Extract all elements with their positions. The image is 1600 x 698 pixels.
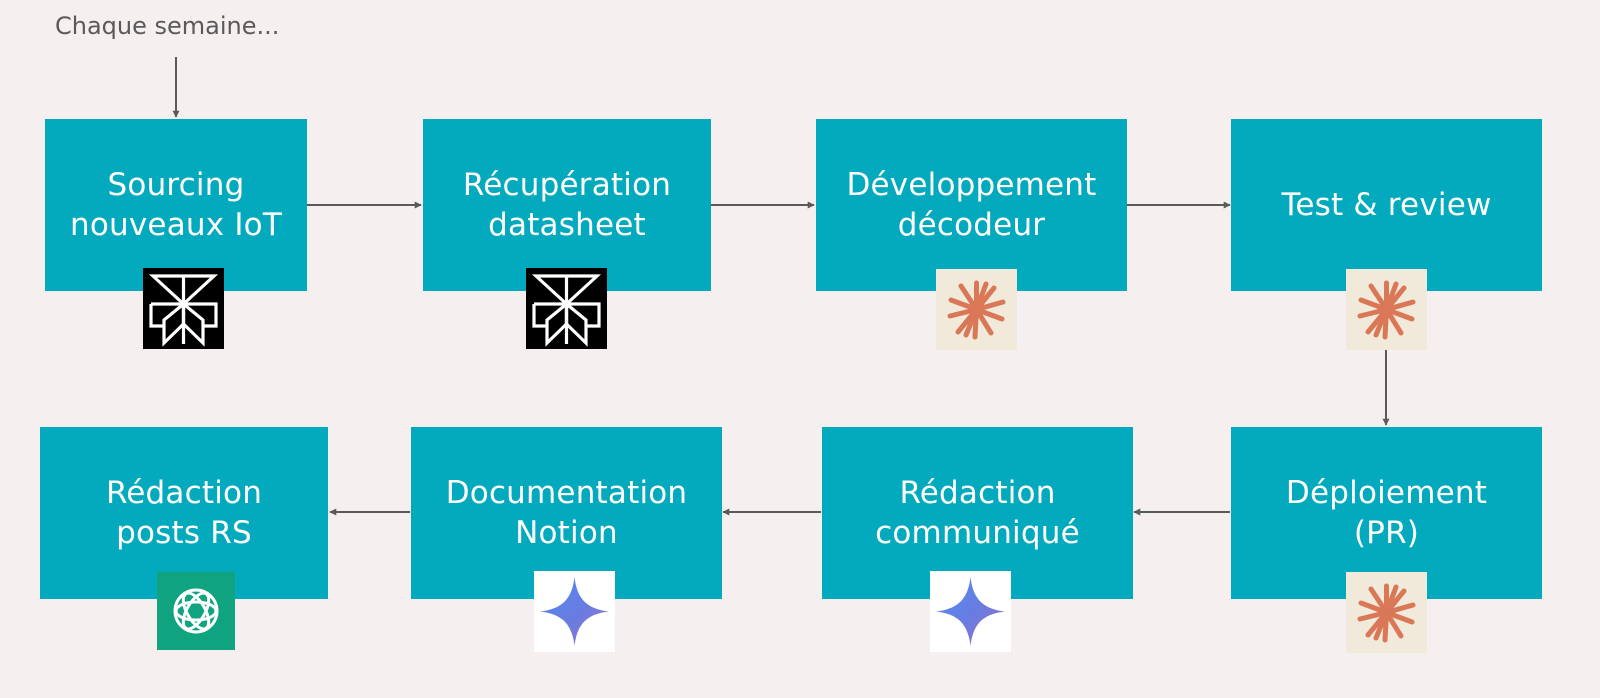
step-documentation-line2: Notion — [515, 515, 618, 551]
step-deploiement-line1: Déploiement — [1285, 475, 1488, 511]
step-recuperation-line1: Récupération — [462, 167, 672, 203]
claude-icon — [936, 269, 1017, 350]
step-documentation-line1: Documentation — [445, 475, 688, 511]
step-recuperation-line2: datasheet — [488, 207, 646, 243]
step-documentation: Documentation Notion — [411, 427, 722, 599]
claude-icon — [1346, 269, 1427, 350]
step-communique: Rédaction communiqué — [822, 427, 1133, 599]
gemini-icon — [534, 571, 615, 652]
step-sourcing-line1: Sourcing — [107, 167, 245, 203]
step-developpement: Développement décodeur — [816, 119, 1127, 291]
step-recuperation: Récupération datasheet — [423, 119, 711, 291]
step-posts-rs-line2: posts RS — [116, 515, 252, 551]
step-communique-line1: Rédaction — [899, 475, 1056, 511]
step-posts-rs-line1: Rédaction — [105, 475, 263, 511]
step-developpement-line1: Développement — [846, 167, 1097, 203]
claude-icon — [1346, 572, 1427, 653]
perplexity-icon — [526, 268, 607, 349]
step-deploiement: Déploiement (PR) — [1231, 427, 1542, 599]
perplexity-icon — [143, 268, 224, 349]
step-developpement-line2: décodeur — [897, 207, 1046, 243]
step-test-review: Test & review — [1231, 119, 1542, 291]
step-posts-rs: Rédaction posts RS — [40, 427, 328, 599]
chatgpt-icon — [157, 572, 235, 650]
step-communique-line2: communiqué — [875, 515, 1080, 551]
step-test-review-line1: Test & review — [1281, 187, 1492, 223]
start-caption: Chaque semaine... — [55, 12, 280, 40]
step-deploiement-line2: (PR) — [1353, 515, 1420, 551]
step-sourcing-line2: nouveaux IoT — [70, 207, 282, 243]
gemini-icon — [930, 571, 1011, 652]
step-sourcing: Sourcing nouveaux IoT — [45, 119, 307, 291]
